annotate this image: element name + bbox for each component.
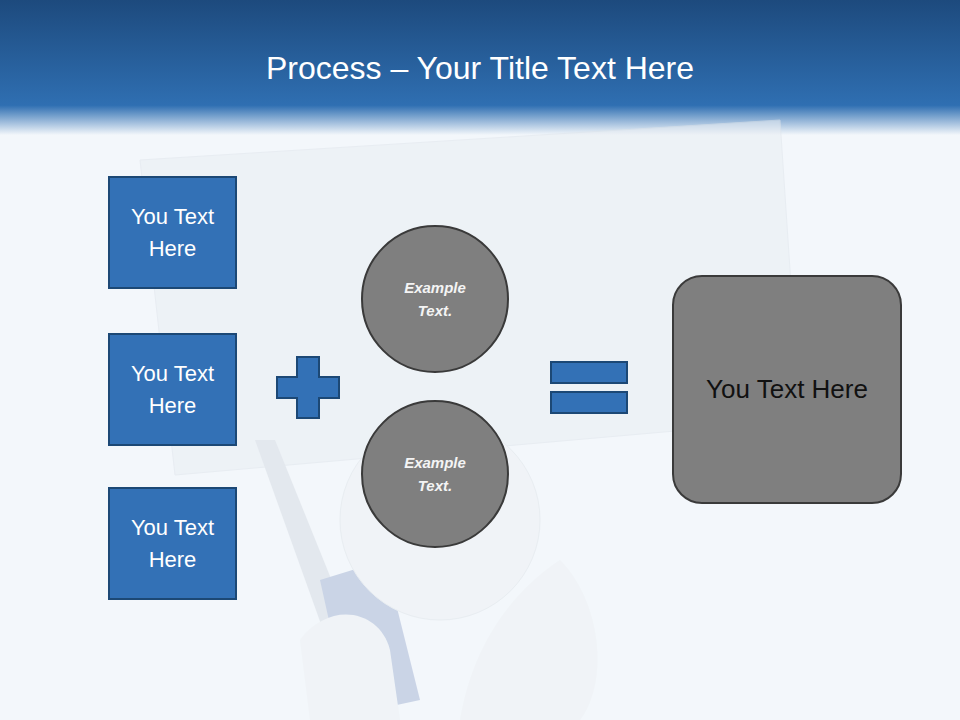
node-text: Example Text. <box>387 451 483 497</box>
process-box: You Text Here <box>108 333 237 446</box>
slide-title: Process – Your Title Text Here <box>0 50 960 87</box>
circle-outline <box>360 224 510 374</box>
process-box: You Text Here <box>108 487 237 600</box>
process-box: You Text Here <box>108 176 237 289</box>
node-text: You Text Here <box>706 374 868 405</box>
node-text: You Text Here <box>118 201 228 265</box>
header-band <box>0 0 960 135</box>
input-circle: Example Text. <box>360 399 510 549</box>
node-text: You Text Here <box>118 358 228 422</box>
equals-symbol <box>551 362 627 413</box>
circle-outline <box>360 399 510 549</box>
result-box: You Text Here <box>672 275 902 504</box>
node-text: You Text Here <box>118 512 228 576</box>
input-circle: Example Text. <box>360 224 510 374</box>
node-text: Example Text. <box>387 276 483 322</box>
plus-symbol <box>277 357 339 418</box>
